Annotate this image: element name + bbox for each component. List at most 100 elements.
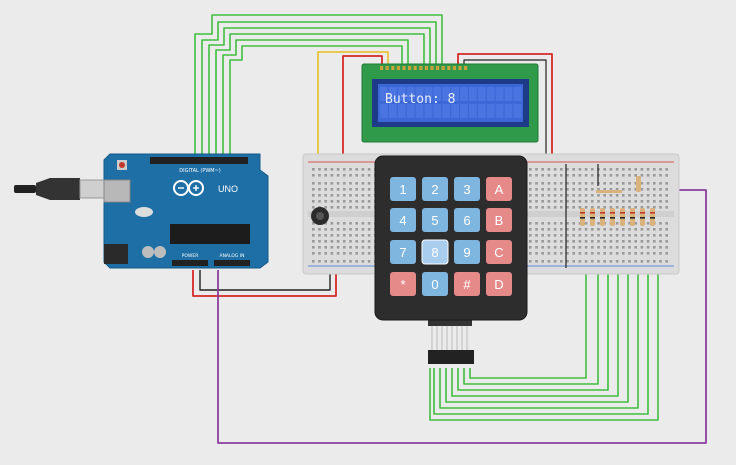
breadboard-hole bbox=[615, 206, 619, 209]
breadboard-hole bbox=[566, 174, 569, 177]
wires bbox=[192, 14, 707, 444]
key-b[interactable]: B bbox=[486, 208, 512, 232]
resistor-band bbox=[580, 217, 585, 219]
breadboard-hole bbox=[312, 174, 315, 177]
breadboard-hole bbox=[535, 252, 538, 255]
breadboard-hole bbox=[640, 246, 644, 249]
breadboard-hole bbox=[597, 252, 600, 255]
key-c[interactable]: C bbox=[486, 240, 512, 264]
breadboard-hole bbox=[603, 200, 606, 203]
breadboard-hole bbox=[572, 234, 575, 237]
key-0[interactable]: 0 bbox=[422, 272, 448, 296]
breadboard-hole bbox=[343, 240, 346, 243]
key-4[interactable]: 4 bbox=[390, 208, 416, 232]
breadboard-hole bbox=[529, 168, 532, 171]
breadboard-hole bbox=[622, 200, 625, 203]
breadboard-hole bbox=[659, 174, 662, 177]
wire-kp-6 bbox=[439, 220, 639, 409]
breadboard-hole bbox=[591, 246, 594, 249]
lcd-cell bbox=[397, 87, 406, 101]
breadboard-hole bbox=[324, 222, 327, 225]
breadboard-hole bbox=[572, 246, 575, 249]
key-face bbox=[422, 177, 448, 201]
breadboard-hole bbox=[318, 168, 321, 171]
key-6[interactable]: 6 bbox=[454, 208, 480, 232]
breadboard-hole bbox=[572, 252, 575, 255]
lcd-cell bbox=[388, 104, 397, 118]
breadboard-hole bbox=[622, 188, 625, 191]
breadboard-hole bbox=[547, 194, 551, 197]
breadboard-hole bbox=[566, 188, 569, 191]
breadboard-hole bbox=[336, 228, 340, 231]
breadboard-hole bbox=[560, 174, 563, 177]
key-5[interactable]: 5 bbox=[422, 208, 448, 232]
breadboard-hole bbox=[535, 246, 538, 249]
breadboard-hole bbox=[584, 240, 588, 243]
breadboard-hole bbox=[324, 234, 327, 237]
breadboard-hole bbox=[659, 260, 662, 263]
breadboard-hole bbox=[547, 182, 551, 185]
breadboard-hole bbox=[640, 228, 644, 231]
breadboard-hole bbox=[349, 200, 352, 203]
breadboard-hole bbox=[367, 260, 371, 263]
breadboard-hole bbox=[541, 240, 544, 243]
breadboard-hole bbox=[355, 200, 358, 203]
breadboard-hole bbox=[653, 182, 656, 185]
breadboard-hole bbox=[535, 206, 538, 209]
breadboard-hole bbox=[361, 182, 365, 185]
breadboard-hole bbox=[584, 222, 588, 225]
key-3[interactable]: 3 bbox=[454, 177, 480, 201]
breadboard-hole bbox=[355, 234, 358, 237]
breadboard-hole bbox=[597, 194, 600, 197]
breadboard-hole bbox=[336, 194, 340, 197]
breadboard-hole bbox=[547, 260, 551, 263]
breadboard-hole bbox=[553, 228, 557, 231]
breadboard-hole bbox=[349, 194, 352, 197]
wire-kp-7 bbox=[433, 220, 649, 415]
key-9[interactable]: 9 bbox=[454, 240, 480, 264]
potentiometer-icon[interactable] bbox=[311, 207, 329, 225]
key-star[interactable]: * bbox=[390, 272, 416, 296]
breadboard-hole bbox=[560, 240, 563, 243]
usb-cable-end bbox=[14, 185, 36, 193]
breadboard-hole bbox=[640, 252, 644, 255]
breadboard-hole bbox=[646, 234, 650, 237]
key-7[interactable]: 7 bbox=[390, 240, 416, 264]
lcd-cell bbox=[460, 87, 468, 101]
key-hash[interactable]: # bbox=[454, 272, 480, 296]
breadboard-hole bbox=[324, 246, 327, 249]
key-2[interactable]: 2 bbox=[422, 177, 448, 201]
breadboard-hole bbox=[609, 194, 613, 197]
breadboard-hole bbox=[324, 228, 327, 231]
breadboard-hole bbox=[529, 246, 532, 249]
breadboard-hole bbox=[572, 188, 575, 191]
lcd-cell bbox=[415, 104, 424, 118]
key-1[interactable]: 1 bbox=[390, 177, 416, 201]
keypad-connector bbox=[428, 350, 474, 364]
arduino-uno[interactable]: DIGITAL (PWM~) UNO POWER ANALOG IN bbox=[103, 153, 269, 269]
breadboard-hole bbox=[597, 188, 600, 191]
key-face bbox=[454, 272, 480, 296]
breadboard-hole bbox=[553, 246, 557, 249]
breadboard-hole bbox=[361, 174, 365, 177]
breadboard-hole bbox=[560, 194, 563, 197]
breadboard-hole bbox=[343, 260, 346, 263]
key-8[interactable]: 8 bbox=[421, 239, 449, 265]
breadboard-hole bbox=[665, 246, 668, 249]
breadboard-hole bbox=[578, 194, 582, 197]
breadboard-hole bbox=[615, 252, 619, 255]
breadboard-hole bbox=[640, 260, 644, 263]
resistor-band bbox=[590, 212, 595, 214]
breadboard-hole bbox=[578, 200, 582, 203]
breadboard-hole bbox=[361, 252, 365, 255]
key-a[interactable]: A bbox=[486, 177, 512, 201]
key-d[interactable]: D bbox=[486, 272, 512, 296]
breadboard-hole bbox=[665, 206, 668, 209]
breadboard-hole bbox=[597, 222, 600, 225]
breadboard-hole bbox=[547, 252, 551, 255]
breadboard-hole bbox=[343, 182, 346, 185]
breadboard-hole bbox=[312, 206, 315, 209]
